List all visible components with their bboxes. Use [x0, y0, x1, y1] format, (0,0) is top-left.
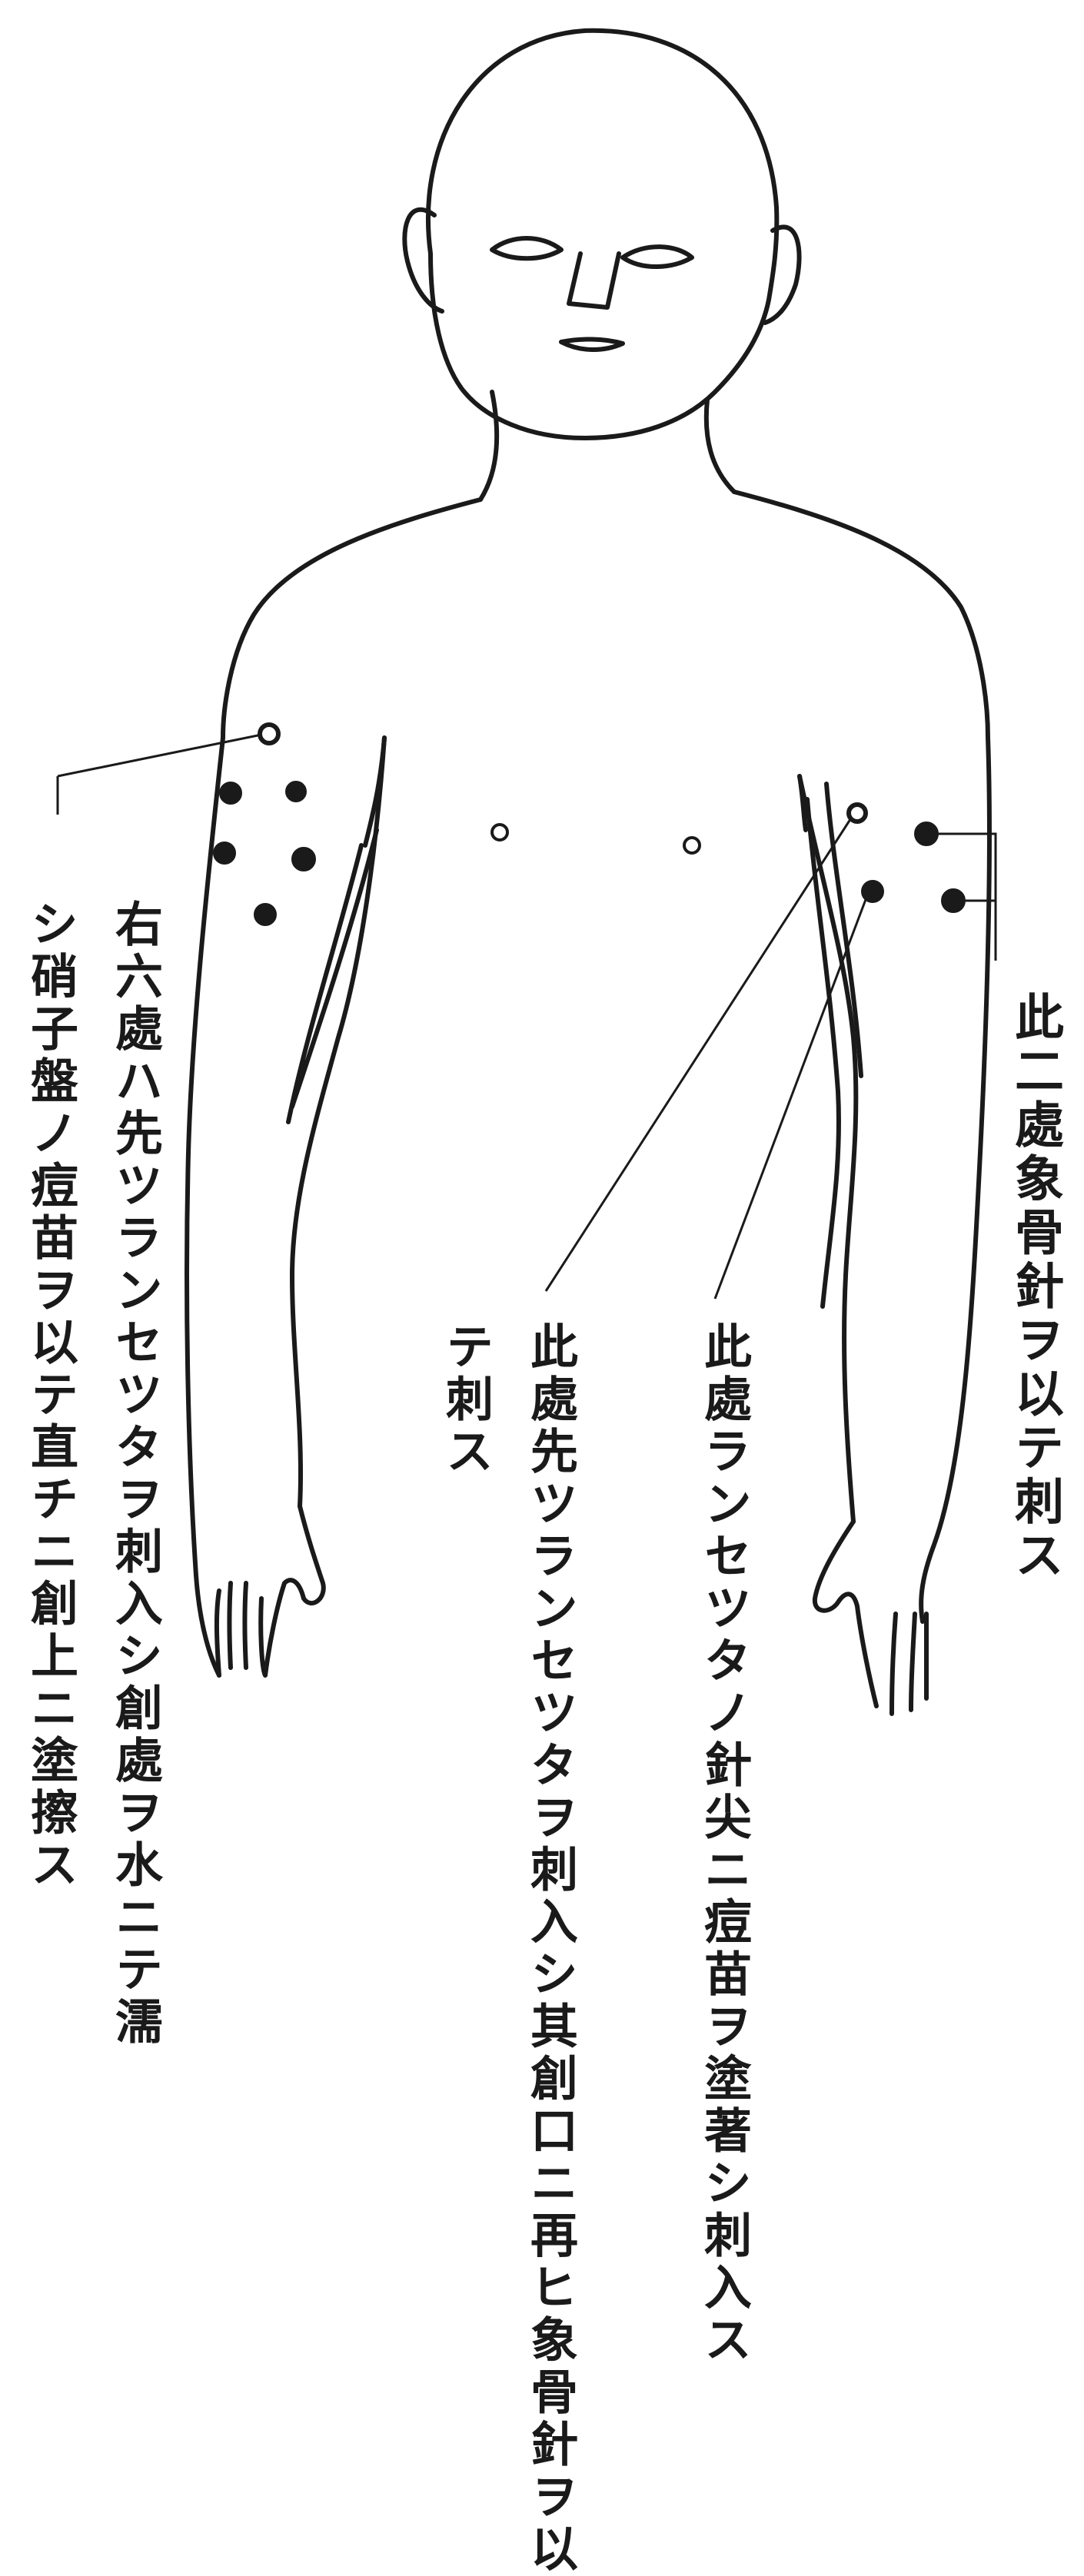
dot-right-1	[916, 823, 937, 845]
left-ear	[404, 210, 442, 311]
left-arm-outer	[187, 738, 223, 1675]
left-shoulder	[223, 500, 480, 738]
right-eye	[623, 247, 692, 267]
dot-left-2	[221, 783, 241, 803]
leader-this-point	[715, 891, 869, 1299]
dot-left-4	[214, 843, 234, 863]
left-eye	[492, 238, 561, 258]
nose	[569, 254, 619, 307]
torso-right	[800, 776, 806, 830]
mouth	[561, 339, 623, 350]
right-arm-outer	[921, 738, 989, 1622]
caption-this-point-first-2: テ刺ス	[431, 1322, 500, 1479]
dot-left-3	[287, 782, 305, 801]
left-hand	[217, 1506, 324, 1675]
caption-right-six-1: 右六處ハ先ツランセツタヲ刺入シ創處ヲ水ニテ濡	[100, 899, 169, 2049]
dot-right-2	[943, 890, 964, 911]
neck-right	[707, 400, 734, 492]
dot-chest-left	[492, 825, 507, 840]
dot-left-1	[260, 725, 278, 743]
leader-right-six	[58, 734, 265, 776]
caption-right-six-2: シ硝子盤ノ痘苗ヲ以テ直チニ創上ニ塗擦ス	[15, 899, 85, 1892]
right-shoulder	[734, 492, 988, 738]
caption-two-points: 此二處象骨針ヲ以テ刺ス	[999, 991, 1070, 1583]
left-arm-muscle	[288, 830, 377, 1122]
caption-this-point-first-1: 此處先ツランセツタヲ刺入シ其創口ニ再ヒ象骨針ヲ以	[515, 1322, 584, 2576]
head-outline	[428, 31, 776, 438]
right-hand	[815, 1522, 926, 1714]
right-arm-inner	[800, 776, 856, 1522]
dot-chest-right	[684, 838, 700, 853]
dot-left-5	[293, 848, 314, 870]
dot-right-3	[849, 805, 866, 822]
right-ear	[765, 227, 800, 323]
dot-right-4	[863, 881, 883, 901]
caption-this-point: 此處ランセツタノ針尖ニ痘苗ヲ塗著シ刺入ス	[689, 1322, 758, 2367]
dot-left-6	[255, 905, 275, 925]
